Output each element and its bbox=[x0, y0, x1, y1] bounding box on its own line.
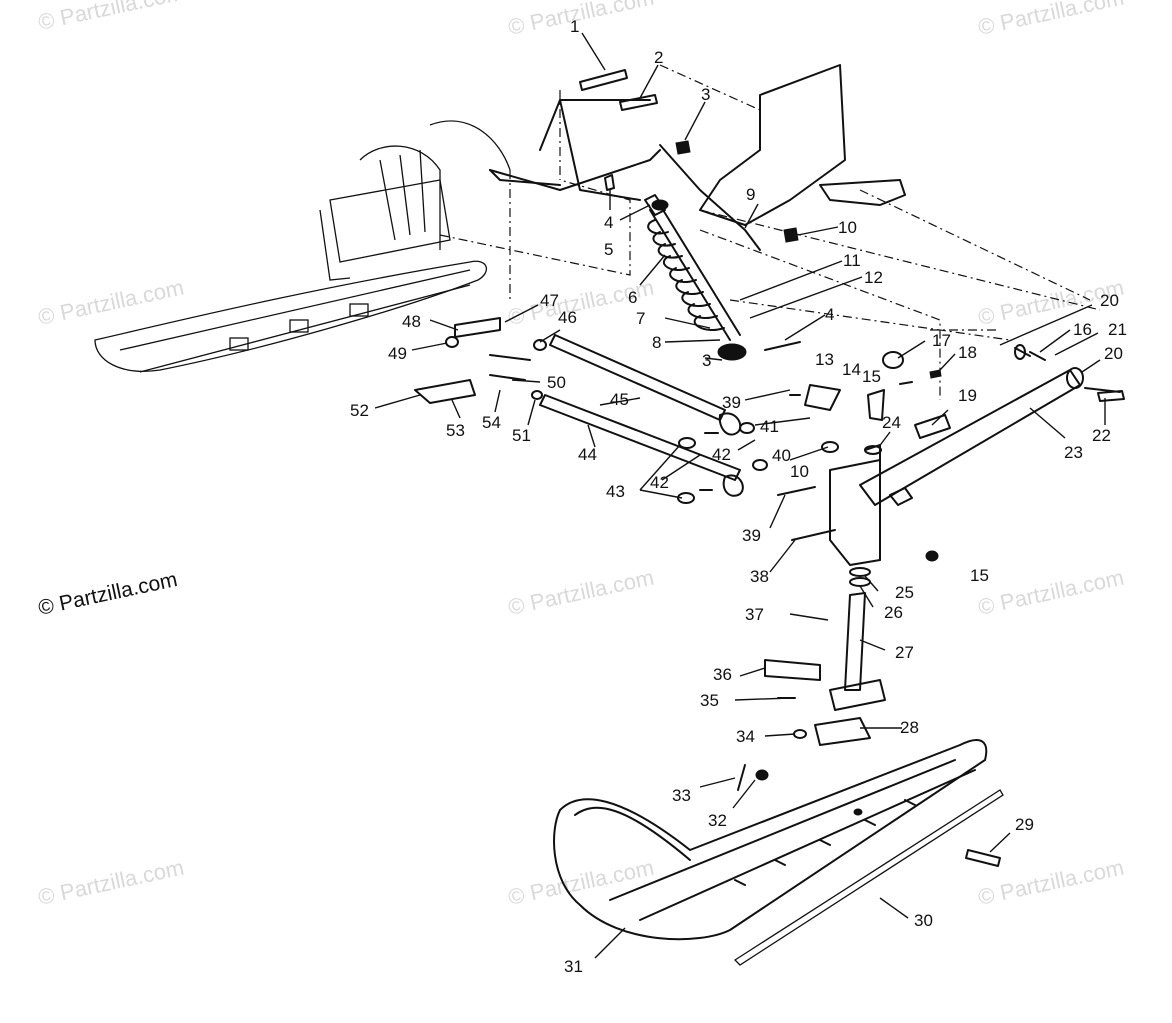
callout-41: 41 bbox=[760, 417, 779, 436]
callout-10: 10 bbox=[790, 462, 809, 481]
watermark: © Partzilla.com bbox=[976, 0, 1126, 40]
spindle-housing bbox=[829, 444, 882, 587]
callout-22: 22 bbox=[1092, 426, 1111, 445]
callout-5: 5 bbox=[604, 240, 613, 259]
callout-50: 50 bbox=[547, 373, 566, 392]
callout-49: 49 bbox=[388, 344, 407, 363]
callout-39: 39 bbox=[742, 526, 761, 545]
callout-23: 23 bbox=[1064, 443, 1083, 462]
callout-42: 42 bbox=[712, 445, 731, 464]
callout-39: 39 bbox=[722, 393, 741, 412]
callout-36: 36 bbox=[713, 665, 732, 684]
copyright-text: © Partzilla.com bbox=[36, 568, 179, 620]
callout-28: 28 bbox=[900, 718, 919, 737]
control-arms bbox=[539, 334, 768, 504]
callout-42: 42 bbox=[650, 473, 669, 492]
shock-absorber bbox=[644, 194, 747, 361]
callout-21: 21 bbox=[1108, 320, 1127, 339]
callout-51: 51 bbox=[512, 426, 531, 445]
callout-4: 4 bbox=[604, 213, 613, 232]
callout-34: 34 bbox=[736, 727, 755, 746]
radius-rod bbox=[859, 344, 1121, 506]
callout-11: 11 bbox=[843, 251, 861, 270]
watermark: © Partzilla.com bbox=[506, 0, 656, 40]
watermark: © Partzilla.com bbox=[506, 565, 656, 620]
callout-52: 52 bbox=[350, 401, 369, 420]
ski-spindle bbox=[764, 592, 886, 739]
watermark: © Partzilla.com bbox=[36, 855, 186, 910]
watermark: © Partzilla.com bbox=[36, 275, 186, 330]
callout-43: 43 bbox=[606, 482, 625, 501]
watermark: © Partzilla.com bbox=[506, 855, 656, 910]
callout-7: 7 bbox=[636, 309, 645, 328]
callout-27: 27 bbox=[895, 643, 914, 662]
callout-15: 15 bbox=[862, 367, 881, 386]
callout-13: 13 bbox=[815, 350, 834, 369]
callout-37: 37 bbox=[745, 605, 764, 624]
callout-45: 45 bbox=[610, 390, 629, 409]
callout-47: 47 bbox=[540, 291, 559, 310]
callout-17: 17 bbox=[932, 331, 951, 350]
ski-saddle bbox=[814, 717, 871, 746]
callout-48: 48 bbox=[402, 312, 421, 331]
callout-40: 40 bbox=[772, 446, 791, 465]
callout-3: 3 bbox=[701, 85, 710, 104]
callout-44: 44 bbox=[578, 445, 597, 464]
watermark: © Partzilla.com bbox=[976, 565, 1126, 620]
callout-29: 29 bbox=[1015, 815, 1034, 834]
callout-35: 35 bbox=[700, 691, 719, 710]
watermark: © Partzilla.com bbox=[36, 0, 186, 35]
callout-20: 20 bbox=[1104, 344, 1123, 363]
callout-26: 26 bbox=[884, 603, 903, 622]
callout-12: 12 bbox=[864, 268, 883, 287]
callout-9: 9 bbox=[746, 185, 755, 204]
leader-lines bbox=[374, 32, 1106, 959]
hardware bbox=[414, 69, 1125, 867]
callout-14: 14 bbox=[842, 360, 861, 379]
callout-10: 10 bbox=[838, 218, 857, 237]
callout-31: 31 bbox=[564, 957, 583, 976]
callout-38: 38 bbox=[750, 567, 769, 586]
callout-18: 18 bbox=[958, 343, 977, 362]
callout-53: 53 bbox=[446, 421, 465, 440]
callout-54: 54 bbox=[482, 413, 501, 432]
callout-6: 6 bbox=[628, 288, 637, 307]
callout-2: 2 bbox=[654, 48, 663, 67]
callout-19: 19 bbox=[958, 386, 977, 405]
callout-46: 46 bbox=[558, 308, 577, 327]
callout-15: 15 bbox=[970, 566, 989, 585]
callout-4: 4 bbox=[825, 305, 834, 324]
callout-20: 20 bbox=[1100, 291, 1119, 310]
callout-32: 32 bbox=[708, 811, 727, 830]
callout-16: 16 bbox=[1073, 320, 1092, 339]
callout-33: 33 bbox=[672, 786, 691, 805]
ski bbox=[553, 739, 1004, 966]
callout-8: 8 bbox=[652, 333, 661, 352]
callout-1: 1 bbox=[570, 17, 579, 36]
callout-labels: 1 2 3 3 4 4 5 6 7 8 9 10 10 11 12 13 14 … bbox=[350, 17, 1127, 976]
callout-30: 30 bbox=[914, 911, 933, 930]
callout-3: 3 bbox=[702, 351, 711, 370]
background-ski-assembly bbox=[94, 120, 511, 373]
callout-25: 25 bbox=[895, 583, 914, 602]
callout-24: 24 bbox=[882, 413, 901, 432]
